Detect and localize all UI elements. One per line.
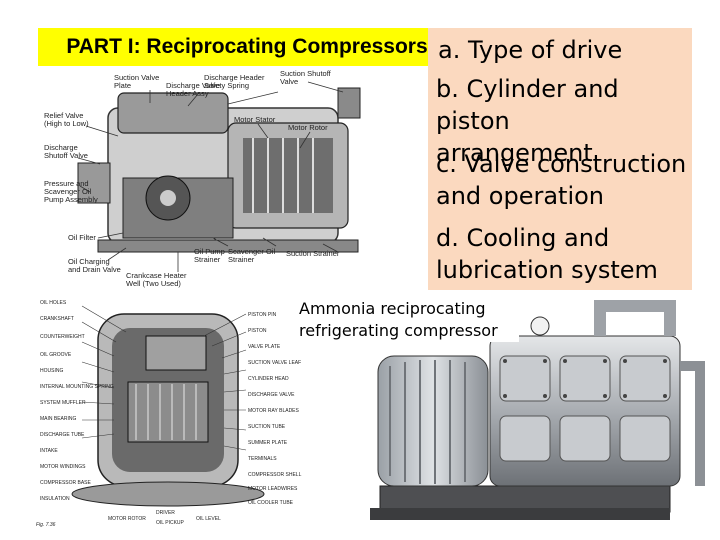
topic-line: b. Cylinder and piston: [436, 75, 619, 135]
drive-motor: [377, 355, 489, 487]
label-oil-level: OIL LEVEL: [196, 516, 221, 522]
topic-line: arrangement: [436, 139, 593, 167]
topic-line: a. Type of drive: [438, 36, 623, 64]
slide-title: PART I: Reciprocating Compressors: [38, 28, 456, 66]
compressor-base: [71, 481, 265, 507]
label-oil-groove: OIL GROOVE: [40, 352, 72, 358]
topic-item-valve: c. Valve construction and operation: [436, 148, 686, 212]
label-piston-pin: PISTON PIN: [248, 312, 277, 318]
cylinder-block: [145, 335, 207, 371]
pressure-gauge: [530, 316, 550, 336]
label-suction-strainer: Suction Strainer: [286, 249, 340, 258]
label-discharge-tube: DISCHARGE TUBE: [40, 432, 85, 438]
label-oil-holes: OIL HOLES: [40, 300, 67, 306]
cylinder-covers: [499, 355, 671, 462]
topic-item-cooling: d. Cooling and lubrication system: [436, 222, 658, 286]
topic-item-drive: a. Type of drive: [438, 34, 622, 66]
label-oil-pickup: OIL PICKUP: [156, 520, 185, 526]
label-summer-plate: SUMMER PLATE: [248, 440, 288, 446]
oil-pump: [77, 162, 111, 204]
caption-line: Ammonia reciprocating: [299, 299, 486, 318]
label-intake: INTAKE: [40, 448, 58, 454]
hermetic-compressor-diagram: OIL HOLES CRANKSHAFT COUNTERWEIGHT OIL G…: [36, 300, 302, 528]
topic-item-cylinder: b. Cylinder and piston arrangement: [436, 73, 692, 169]
label-motor-rotor: Motor Rotor: [288, 123, 328, 132]
skid-front: [370, 508, 670, 520]
topic-line: c. Valve construction: [436, 150, 687, 178]
label-main-bearing: MAIN BEARING: [40, 416, 77, 422]
topic-line: d. Cooling and: [436, 224, 610, 252]
label-compressor-base: COMPRESSOR BASE: [40, 480, 92, 486]
label-piston: PISTON: [248, 328, 267, 334]
label-internal-spring: INTERNAL MOUNTING SPRING: [40, 384, 114, 390]
label-motor-rotor-bottom: MOTOR ROTOR: [108, 516, 146, 522]
label-system-muffler: SYSTEM MUFFLER: [40, 400, 86, 406]
label-motor-windings: MOTOR WINDINGS: [40, 464, 86, 470]
label-insulation: INSULATION: [40, 496, 70, 502]
label-discharge-valve: DISCHARGE VALVE: [248, 392, 295, 398]
discharge-pipe: [594, 300, 676, 336]
figure-caption: Fig. 7.36: [36, 522, 56, 528]
topic-list-panel: a. Type of drive b. Cylinder and piston …: [428, 28, 692, 290]
label-relief-valve: Relief Valve(High to Low): [44, 111, 89, 128]
topic-line: lubrication system: [436, 256, 658, 284]
label-counterweight: COUNTERWEIGHT: [40, 334, 85, 340]
cylinder-head: [117, 92, 229, 134]
label-housing: HOUSING: [40, 368, 63, 374]
label-terminals: TERMINALS: [248, 456, 277, 462]
label-motor-leadwires: MOTOR LEADWIRES: [248, 486, 298, 492]
photo-caption: Ammonia reciprocating refrigerating comp…: [299, 298, 519, 342]
motor-windings: [243, 138, 333, 213]
label-driver: DRIVER: [156, 510, 175, 516]
label-motor-ray-blades: MOTOR RAY BLADES: [248, 408, 300, 414]
label-suction-tube: SUCTION TUBE: [248, 424, 286, 430]
label-compressor-shell: COMPRESSOR SHELL: [248, 472, 302, 478]
label-crankshaft: CRANKSHAFT: [40, 316, 74, 322]
label-valve-plate: VALVE PLATE: [248, 344, 281, 350]
label-cylinder-head: CYLINDER HEAD: [248, 376, 289, 382]
topic-line: and operation: [436, 182, 605, 210]
ammonia-compressor-photo: [370, 300, 705, 520]
suction-shutoff: [337, 87, 361, 119]
label-oil-filter: Oil Filter: [68, 233, 96, 242]
label-suction-valve-leaf: SUCTION VALVE LEAF: [248, 360, 301, 366]
label-motor-stator: Motor Stator: [234, 115, 276, 124]
caption-line: refrigerating compressor: [299, 321, 498, 340]
stator-block: [127, 381, 209, 443]
label-oil-cooler-tube: OIL COOLER TUBE: [248, 500, 294, 506]
